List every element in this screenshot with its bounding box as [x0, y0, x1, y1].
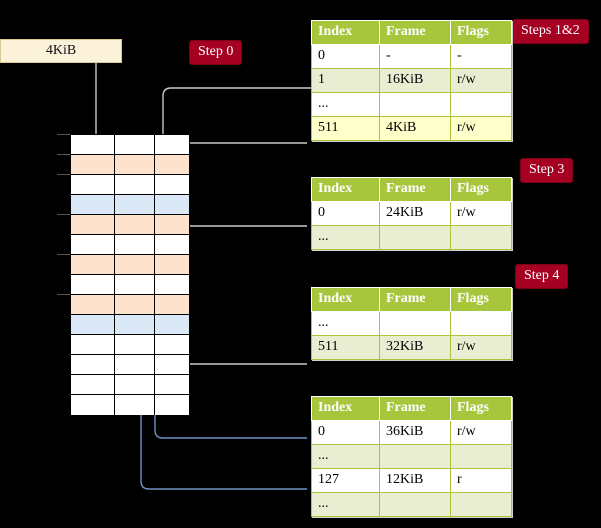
cell-index: 0 [311, 420, 380, 445]
cell-frame: 24KiB [379, 201, 451, 226]
memory-frame-row-12 [71, 375, 189, 395]
cell-frame: - [379, 44, 451, 69]
table-row: ... [311, 311, 512, 336]
memory-grid-tick-0 [57, 134, 70, 135]
cell-flags: r/w [450, 116, 512, 141]
cell-index: ... [311, 492, 380, 517]
memory-frame-row-6 [71, 255, 189, 275]
cell-frame [379, 92, 451, 117]
memory-frame-row-7 [71, 275, 189, 295]
cell-index: 511 [311, 116, 380, 141]
physical-memory-grid [70, 134, 190, 415]
cell-flags [450, 92, 512, 117]
cell-frame: 32KiB [379, 335, 451, 360]
cell-index: ... [311, 444, 380, 469]
cell-flags [450, 492, 512, 517]
memory-grid-divider-1 [154, 135, 155, 415]
table-row: 0-- [311, 44, 512, 69]
memory-frame-row-5 [71, 235, 189, 255]
cell-frame [379, 444, 451, 469]
cell-flags: r/w [450, 335, 512, 360]
memory-grid-tick-4 [57, 254, 70, 255]
column-header-frame: Frame [379, 20, 451, 45]
memory-grid-divider-0 [114, 135, 115, 415]
cell-index: ... [311, 311, 380, 336]
column-header-flags: Flags [450, 20, 512, 45]
column-header-index: Index [311, 20, 380, 45]
memory-frame-row-9 [71, 315, 189, 335]
cell-frame [379, 492, 451, 517]
memory-grid-tick-1 [57, 154, 70, 155]
table-row: ... [311, 492, 512, 517]
column-header-frame: Frame [379, 396, 451, 421]
cell-flags [450, 225, 512, 250]
table-row: ... [311, 92, 512, 117]
cell-flags [450, 444, 512, 469]
memory-frame-row-13 [71, 395, 189, 415]
cell-frame: 36KiB [379, 420, 451, 445]
column-header-flags: Flags [450, 287, 512, 312]
memory-frame-row-8 [71, 295, 189, 315]
page-box-4kib: 4KiB [0, 39, 122, 63]
cell-index: 127 [311, 468, 380, 493]
column-header-flags: Flags [450, 396, 512, 421]
column-header-index: Index [311, 287, 380, 312]
cell-frame: 12KiB [379, 468, 451, 493]
memory-grid-tick-5 [57, 294, 70, 295]
cell-frame [379, 225, 451, 250]
step-badge-3: Step 0 [190, 41, 242, 64]
cell-index: 1 [311, 68, 380, 93]
cell-flags: r/w [450, 68, 512, 93]
memory-frame-row-2 [71, 175, 189, 195]
cell-index: ... [311, 225, 380, 250]
memory-frame-row-11 [71, 355, 189, 375]
memory-grid-tick-2 [57, 174, 70, 175]
table-row: ... [311, 225, 512, 250]
cell-flags: r [450, 468, 512, 493]
memory-frame-row-0 [71, 135, 189, 155]
memory-frame-row-4 [71, 215, 189, 235]
column-header-flags: Flags [450, 177, 512, 202]
cell-index: 0 [311, 44, 380, 69]
memory-frame-row-10 [71, 335, 189, 355]
step-badge-1: Step 3 [521, 159, 573, 182]
table-row: ... [311, 444, 512, 469]
cell-index: 511 [311, 335, 380, 360]
cell-frame: 16KiB [379, 68, 451, 93]
cell-index: 0 [311, 201, 380, 226]
column-header-index: Index [311, 177, 380, 202]
page-box-label: 4KiB [45, 43, 77, 58]
step-badge-2: Step 4 [516, 265, 568, 288]
memory-frame-row-1 [71, 155, 189, 175]
memory-grid-tick-3 [57, 214, 70, 215]
column-header-frame: Frame [379, 177, 451, 202]
cell-index: ... [311, 92, 380, 117]
cell-flags: r/w [450, 420, 512, 445]
cell-flags: r/w [450, 201, 512, 226]
cell-frame [379, 311, 451, 336]
step-badge-0: Steps 1&2 [513, 20, 588, 43]
cell-flags [450, 311, 512, 336]
memory-frame-row-3 [71, 195, 189, 215]
cell-frame: 4KiB [379, 116, 451, 141]
cell-flags: - [450, 44, 512, 69]
column-header-index: Index [311, 396, 380, 421]
column-header-frame: Frame [379, 287, 451, 312]
